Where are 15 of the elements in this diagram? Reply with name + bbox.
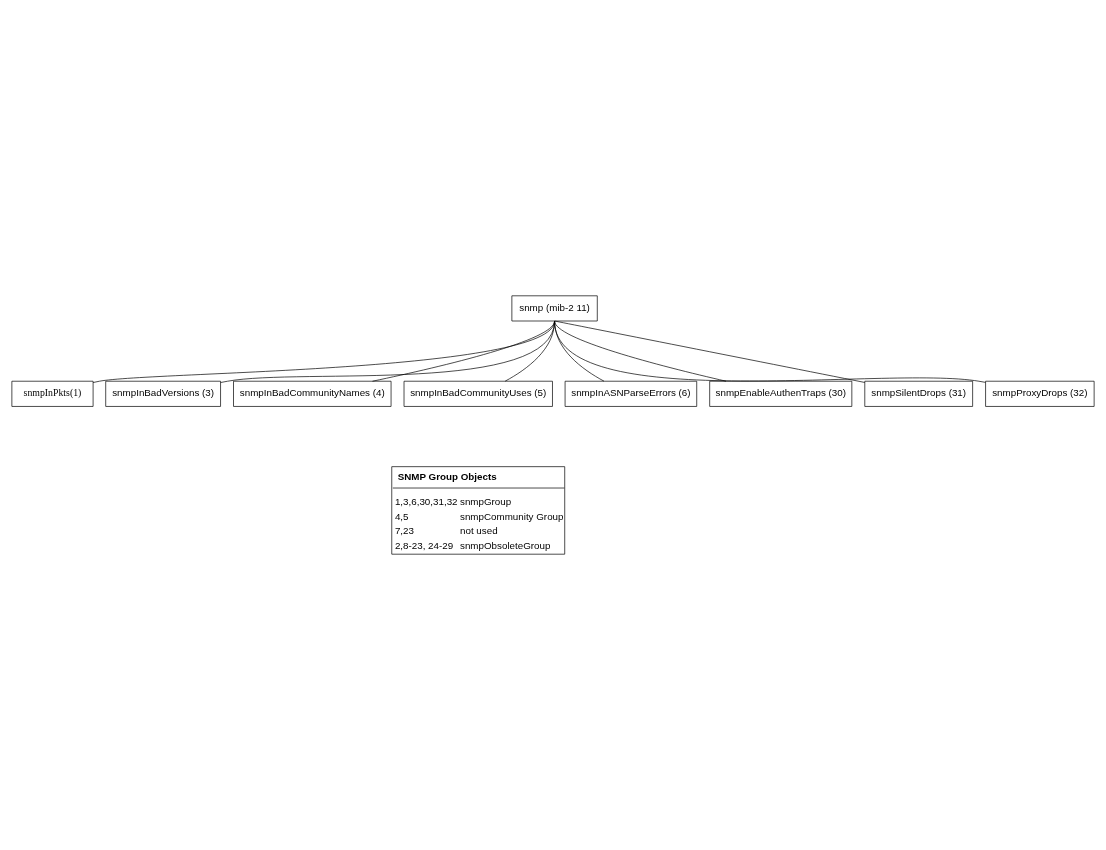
node-box: snmpSilentDrops (31) <box>864 380 973 407</box>
connector <box>554 320 986 383</box>
connector <box>92 320 555 383</box>
connector <box>220 320 555 383</box>
connector <box>554 320 866 383</box>
connector <box>372 320 555 382</box>
node-box: snmp (mib-2 11) <box>511 295 598 322</box>
node-box: snmpProxyDrops (32) <box>985 380 1095 407</box>
node-box: snmpInBadVersions (3) <box>105 380 221 407</box>
node-box: snmpEnableAuthenTraps (30) <box>709 380 853 407</box>
node-box: snmpInPkts(1) <box>11 380 94 407</box>
node-box: snmpInBadCommunityNames (4) <box>233 380 392 407</box>
node-box: snmpInASNParseErrors (6) <box>564 380 698 407</box>
connector <box>554 320 727 382</box>
node-box: snmpInBadCommunityUses (5) <box>403 380 553 407</box>
